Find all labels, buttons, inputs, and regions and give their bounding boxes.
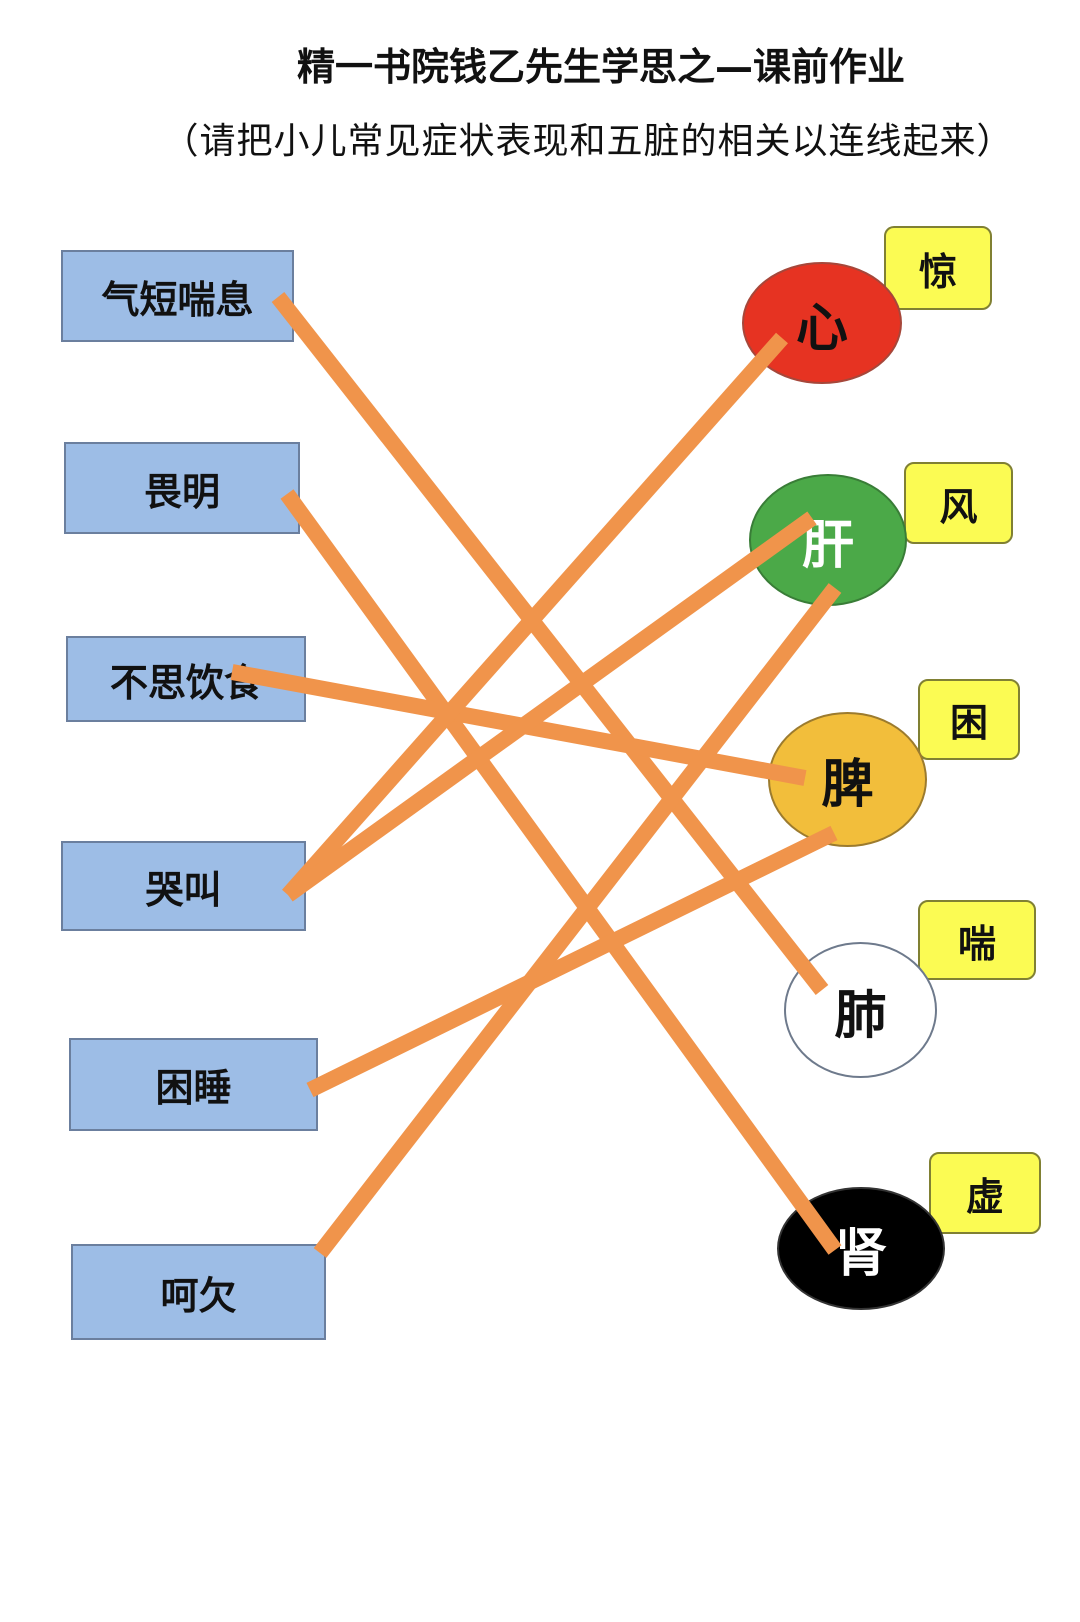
organ-label: 肺 [834,985,887,1046]
tag-label: 惊 [918,249,957,294]
symptom-label: 畏明 [143,469,220,514]
symptom-label: 呵欠 [160,1273,237,1318]
tag-label: 风 [939,484,978,529]
organ-tag-3: 喘 [918,900,1036,980]
organ-label: 肾 [834,1224,887,1284]
symptom-label: 哭叫 [145,867,222,912]
page-subtitle: （请把小儿常见症状表现和五脏的相关以连线起来） [162,121,1014,162]
page-title: 精一书院钱乙先生学思之—课前作业 [296,45,905,89]
symptom-box-5[interactable]: 呵欠 [71,1244,326,1340]
connection-line-4 [283,511,817,902]
organ-tag-1: 风 [904,462,1013,544]
tag-label: 虚 [965,1174,1004,1219]
organ-tag-2: 困 [918,679,1020,760]
symptom-label: 气短喘息 [101,277,254,322]
symptom-label: 困睡 [155,1066,232,1110]
symptom-box-1[interactable]: 畏明 [64,442,300,534]
connection-line-3 [282,332,788,901]
tag-label: 困 [949,701,988,745]
organ-tag-4: 虚 [929,1152,1041,1234]
connection-line-1 [280,489,842,1255]
organ-label: 脾 [821,755,874,815]
tag-label: 喘 [957,921,996,966]
organ-spleen[interactable]: 脾 [768,712,927,847]
organ-label: 心 [795,298,848,359]
symptom-box-3[interactable]: 哭叫 [61,841,306,931]
connection-line-6 [313,583,842,1258]
connection-line-5 [306,825,838,1098]
symptom-box-0[interactable]: 气短喘息 [61,250,294,342]
organ-tag-0: 惊 [884,226,992,310]
